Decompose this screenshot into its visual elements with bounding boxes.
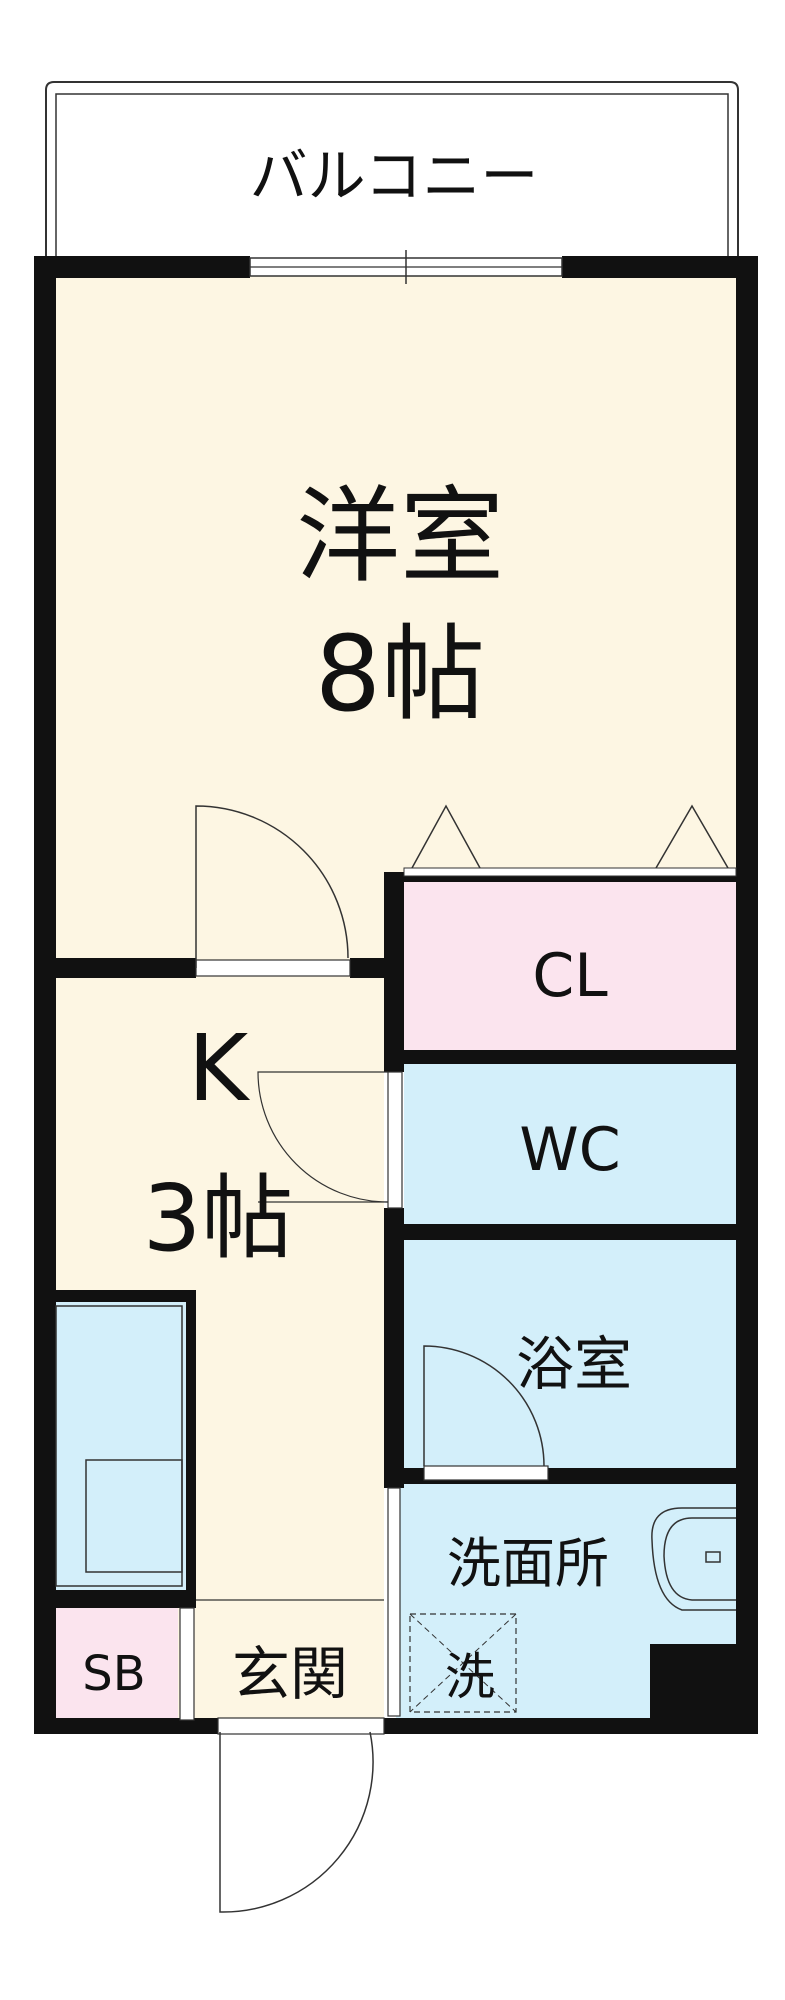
closet-label: CL	[532, 941, 608, 1011]
shoebox-fill	[48, 1608, 178, 1720]
wall-counter-top	[46, 1290, 196, 1302]
closet-folding-door-right[interactable]	[655, 804, 729, 869]
wall-core-left	[384, 872, 404, 1072]
closet-fill	[404, 882, 736, 1050]
kitchen-name: K	[188, 1015, 251, 1122]
bath-label: 浴室	[516, 1330, 632, 1398]
wall-counter-right	[186, 1290, 196, 1590]
western-room-name: 洋室	[296, 475, 504, 597]
balcony-railing	[45, 81, 739, 256]
stove	[85, 1459, 183, 1573]
wall-bottom-left	[34, 1718, 218, 1734]
wall-closet-top	[384, 872, 736, 882]
western-room-size: 8帖	[315, 613, 485, 735]
wall-wc-bath	[384, 1224, 736, 1240]
kitchen-size: 3帖	[143, 1165, 294, 1272]
kitchen-counter	[55, 1305, 183, 1587]
wall-core-left-lower	[384, 1208, 404, 1488]
kitchen-counter-fill	[48, 1302, 192, 1590]
washbasin	[651, 1507, 736, 1611]
entrance-label: 玄関	[232, 1640, 348, 1708]
bath-door[interactable]	[423, 1345, 545, 1467]
wall-left	[34, 256, 56, 1734]
washer-label: 洗	[445, 1648, 495, 1706]
wall-top-left	[34, 256, 250, 278]
balcony-label: バルコニー	[250, 142, 539, 210]
western-room-fill	[46, 266, 736, 972]
wc-door[interactable]	[257, 1071, 389, 1203]
shoebox-label: SB	[82, 1646, 145, 1702]
wall-top-right	[562, 256, 750, 278]
wall-right	[736, 256, 758, 1734]
wall-bottom-right	[384, 1718, 758, 1734]
wall-western-kitchen	[46, 958, 196, 978]
wc-fill	[404, 1064, 736, 1224]
balcony-railing-inner	[55, 93, 729, 256]
bath-fill	[404, 1240, 736, 1468]
wc-label: WC	[519, 1115, 620, 1185]
washroom-label: 洗面所	[447, 1532, 609, 1595]
closet-folding-door-left[interactable]	[411, 804, 481, 869]
western-room-door[interactable]	[195, 805, 349, 968]
washer-space	[409, 1613, 517, 1713]
wall-counter-bottom	[46, 1590, 196, 1608]
wall-closet-wc	[384, 1050, 736, 1064]
entrance-door[interactable]	[219, 1731, 374, 1913]
